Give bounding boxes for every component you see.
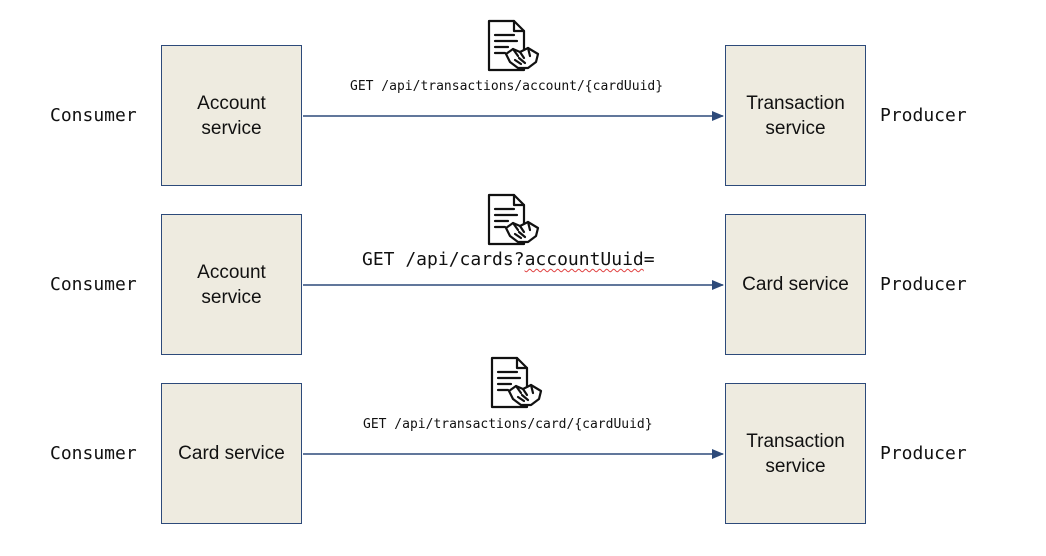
consumer-service-box-2: Account service bbox=[161, 214, 302, 355]
contract-handshake-icon bbox=[490, 356, 543, 409]
consumer-label-2: Consumer bbox=[50, 274, 137, 295]
endpoint-label-3: GET /api/transactions/card/{cardUuid} bbox=[363, 417, 653, 432]
producer-label-3: Producer bbox=[880, 443, 967, 464]
producer-service-box-2: Card service bbox=[725, 214, 866, 355]
consumer-label-1: Consumer bbox=[50, 105, 137, 126]
consumer-service-box-1: Account service bbox=[161, 45, 302, 186]
producer-service-box-1: Transaction service bbox=[725, 45, 866, 186]
producer-service-box-3: Transaction service bbox=[725, 383, 866, 524]
endpoint-suffix: = bbox=[643, 249, 655, 270]
endpoint-label-1: GET /api/transactions/account/{cardUuid} bbox=[350, 79, 664, 94]
spellcheck-flagged-word: accountUuid bbox=[524, 249, 644, 270]
consumer-service-box-3: Card service bbox=[161, 383, 302, 524]
producer-label-2: Producer bbox=[880, 274, 967, 295]
contract-handshake-icon bbox=[487, 19, 540, 72]
contract-handshake-icon bbox=[487, 193, 540, 246]
producer-label-1: Producer bbox=[880, 105, 967, 126]
endpoint-prefix: GET /api/cards? bbox=[362, 249, 525, 270]
endpoint-label-2: GET /api/cards?accountUuid= bbox=[362, 249, 655, 270]
consumer-label-3: Consumer bbox=[50, 443, 137, 464]
